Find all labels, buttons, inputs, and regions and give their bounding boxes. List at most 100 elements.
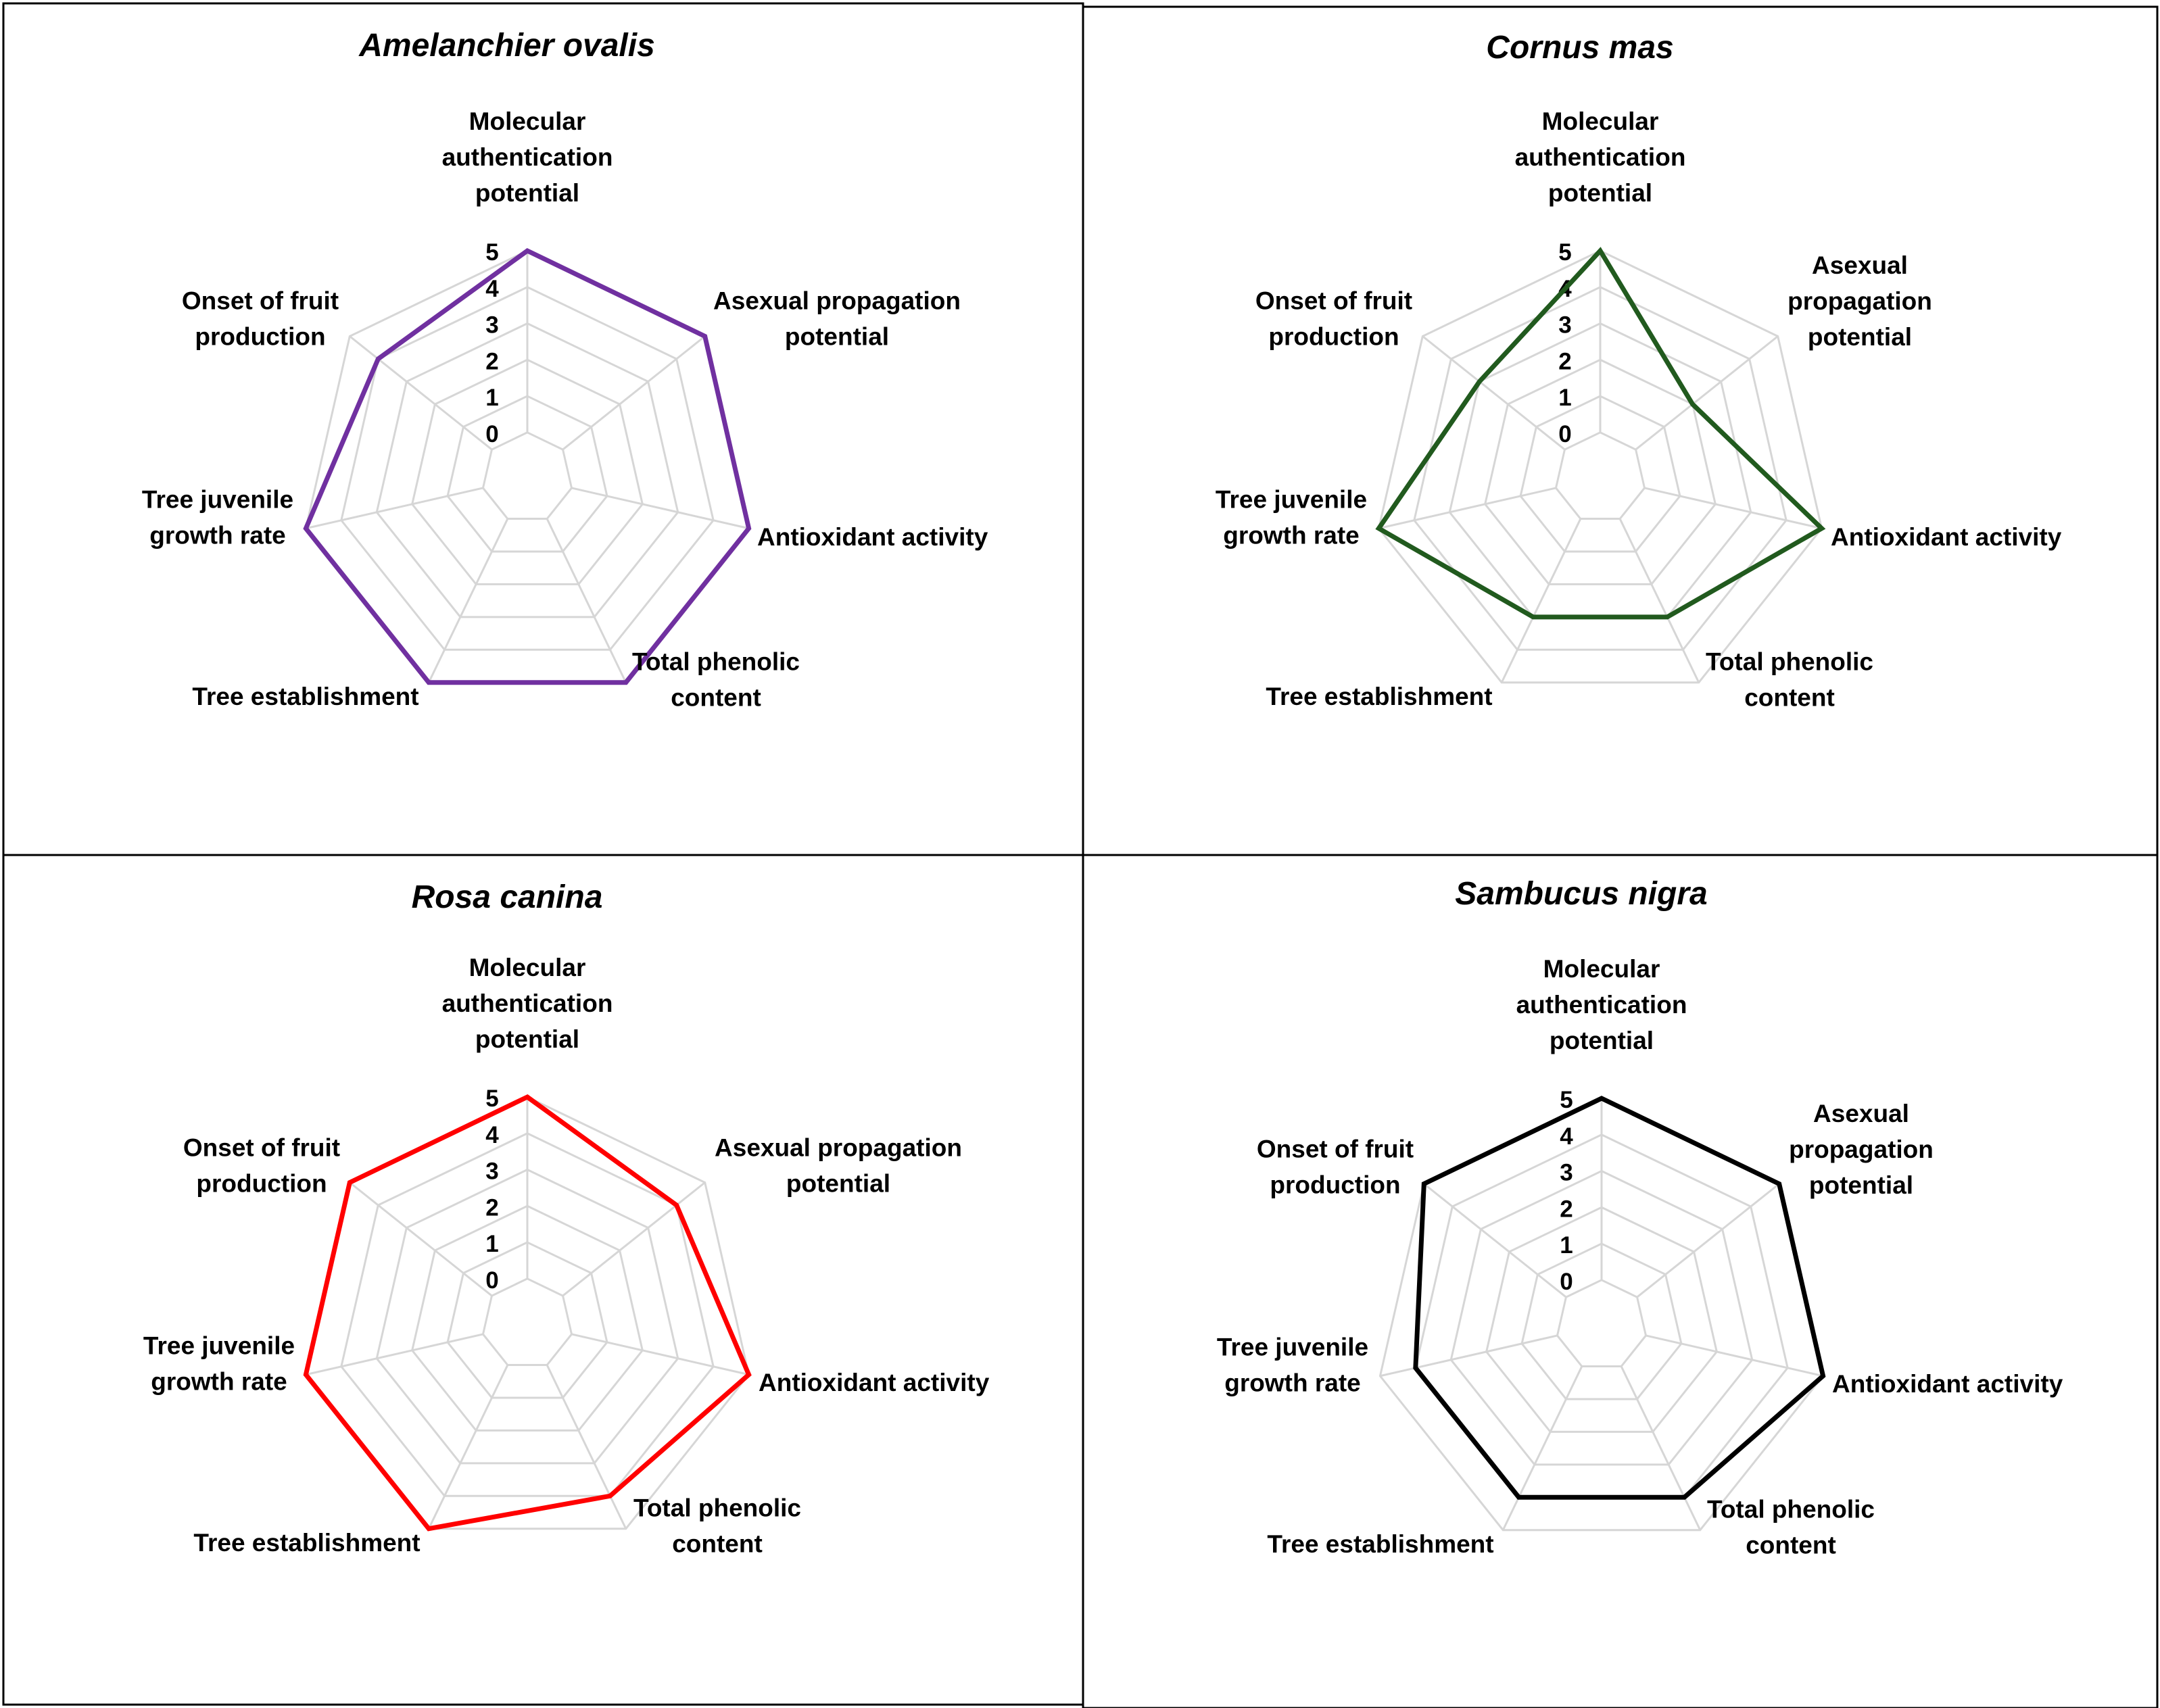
- grid-spoke: [1502, 1365, 1583, 1531]
- grid-spoke: [1422, 335, 1566, 451]
- radial-tick-label: 1: [485, 385, 498, 411]
- grid-spoke: [571, 1333, 749, 1376]
- grid-ring: [1554, 431, 1646, 520]
- radial-tick-label: 2: [1558, 348, 1571, 374]
- radial-tick-label: 3: [485, 1158, 498, 1185]
- grid-ring: [446, 1241, 608, 1399]
- grid-spoke: [546, 518, 627, 683]
- grid-spoke: [562, 1181, 706, 1297]
- chart-title: Sambucus nigra: [1455, 876, 1707, 912]
- grid-ring: [340, 1132, 715, 1497]
- radial-tick-label: 3: [1560, 1160, 1573, 1186]
- grid-spoke: [546, 1364, 627, 1530]
- grid-spoke: [427, 518, 509, 683]
- radial-tick-label: 0: [485, 421, 498, 447]
- radial-tick-label: 0: [1558, 421, 1571, 447]
- category-label: Tree establishment: [192, 683, 418, 710]
- chart-title: Rosa canina: [412, 879, 603, 915]
- grid-ring: [340, 286, 715, 651]
- radial-tick-label: 1: [1558, 385, 1571, 411]
- series-line: [303, 247, 752, 685]
- category-label: Antioxidant activity: [1831, 523, 2062, 551]
- grid-spoke: [1644, 487, 1822, 530]
- grid-spoke: [562, 335, 706, 451]
- radial-tick-label: 0: [485, 1267, 498, 1294]
- radial-tick-label: 5: [1558, 239, 1571, 266]
- grid-ring: [375, 1168, 679, 1465]
- grid-ring: [1556, 1279, 1648, 1368]
- grid-ring: [481, 1277, 573, 1367]
- grid-spoke: [349, 335, 493, 451]
- grid-ring: [1413, 286, 1787, 651]
- series-line: [303, 1094, 752, 1532]
- grid-ring: [411, 1204, 644, 1432]
- grid-spoke: [1423, 1183, 1567, 1298]
- chart-title: Cornus mas: [1486, 30, 1673, 66]
- grid-ring: [411, 358, 644, 585]
- grid-ring: [1484, 358, 1717, 585]
- radial-tick-label: 4: [1560, 1123, 1573, 1150]
- series-line: [1413, 1096, 1826, 1500]
- category-label: Tree establishment: [193, 1529, 420, 1557]
- category-label: Antioxidant activity: [1832, 1370, 2063, 1398]
- grid-spoke: [1646, 1334, 1823, 1377]
- grid-spoke: [1636, 1183, 1780, 1298]
- radial-tick-label: 2: [485, 1194, 498, 1221]
- radial-tick-label: 4: [485, 276, 499, 302]
- grid-spoke: [1618, 518, 1700, 683]
- radial-tick-label: 4: [485, 1122, 499, 1148]
- grid-ring: [446, 395, 608, 553]
- category-label: Antioxidant activity: [759, 1369, 990, 1396]
- grid-spoke: [306, 1333, 483, 1376]
- grid-spoke: [306, 487, 483, 530]
- radial-tick-label: 5: [485, 239, 498, 266]
- grid-spoke: [1378, 487, 1556, 530]
- grid-ring: [1377, 249, 1823, 684]
- grid-spoke: [1620, 1365, 1702, 1531]
- grid-ring: [1519, 395, 1681, 553]
- grid-spoke: [349, 1181, 493, 1297]
- radial-tick-label: 1: [485, 1231, 498, 1257]
- grid-spoke: [1635, 335, 1779, 451]
- category-label: Tree establishment: [1267, 1530, 1493, 1558]
- panel-border: [1082, 854, 2159, 1708]
- radial-tick-label: 3: [1558, 312, 1571, 339]
- chart-title: Amelanchier ovalis: [358, 28, 655, 64]
- grid-spoke: [1380, 1334, 1558, 1377]
- grid-ring: [375, 322, 679, 618]
- series-line: [1375, 247, 1826, 620]
- category-label: Tree establishment: [1266, 683, 1492, 710]
- grid-spoke: [1500, 518, 1582, 683]
- grid-ring: [1485, 1206, 1718, 1433]
- radial-tick-label: 0: [1560, 1269, 1573, 1295]
- grid-ring: [481, 431, 573, 520]
- radial-tick-label: 2: [1560, 1196, 1573, 1222]
- radial-tick-label: 3: [485, 312, 498, 339]
- radial-tick-label: 1: [1560, 1232, 1573, 1259]
- radial-tick-label: 5: [1560, 1087, 1573, 1113]
- radial-tick-label: 5: [485, 1085, 498, 1112]
- grid-spoke: [427, 1364, 509, 1530]
